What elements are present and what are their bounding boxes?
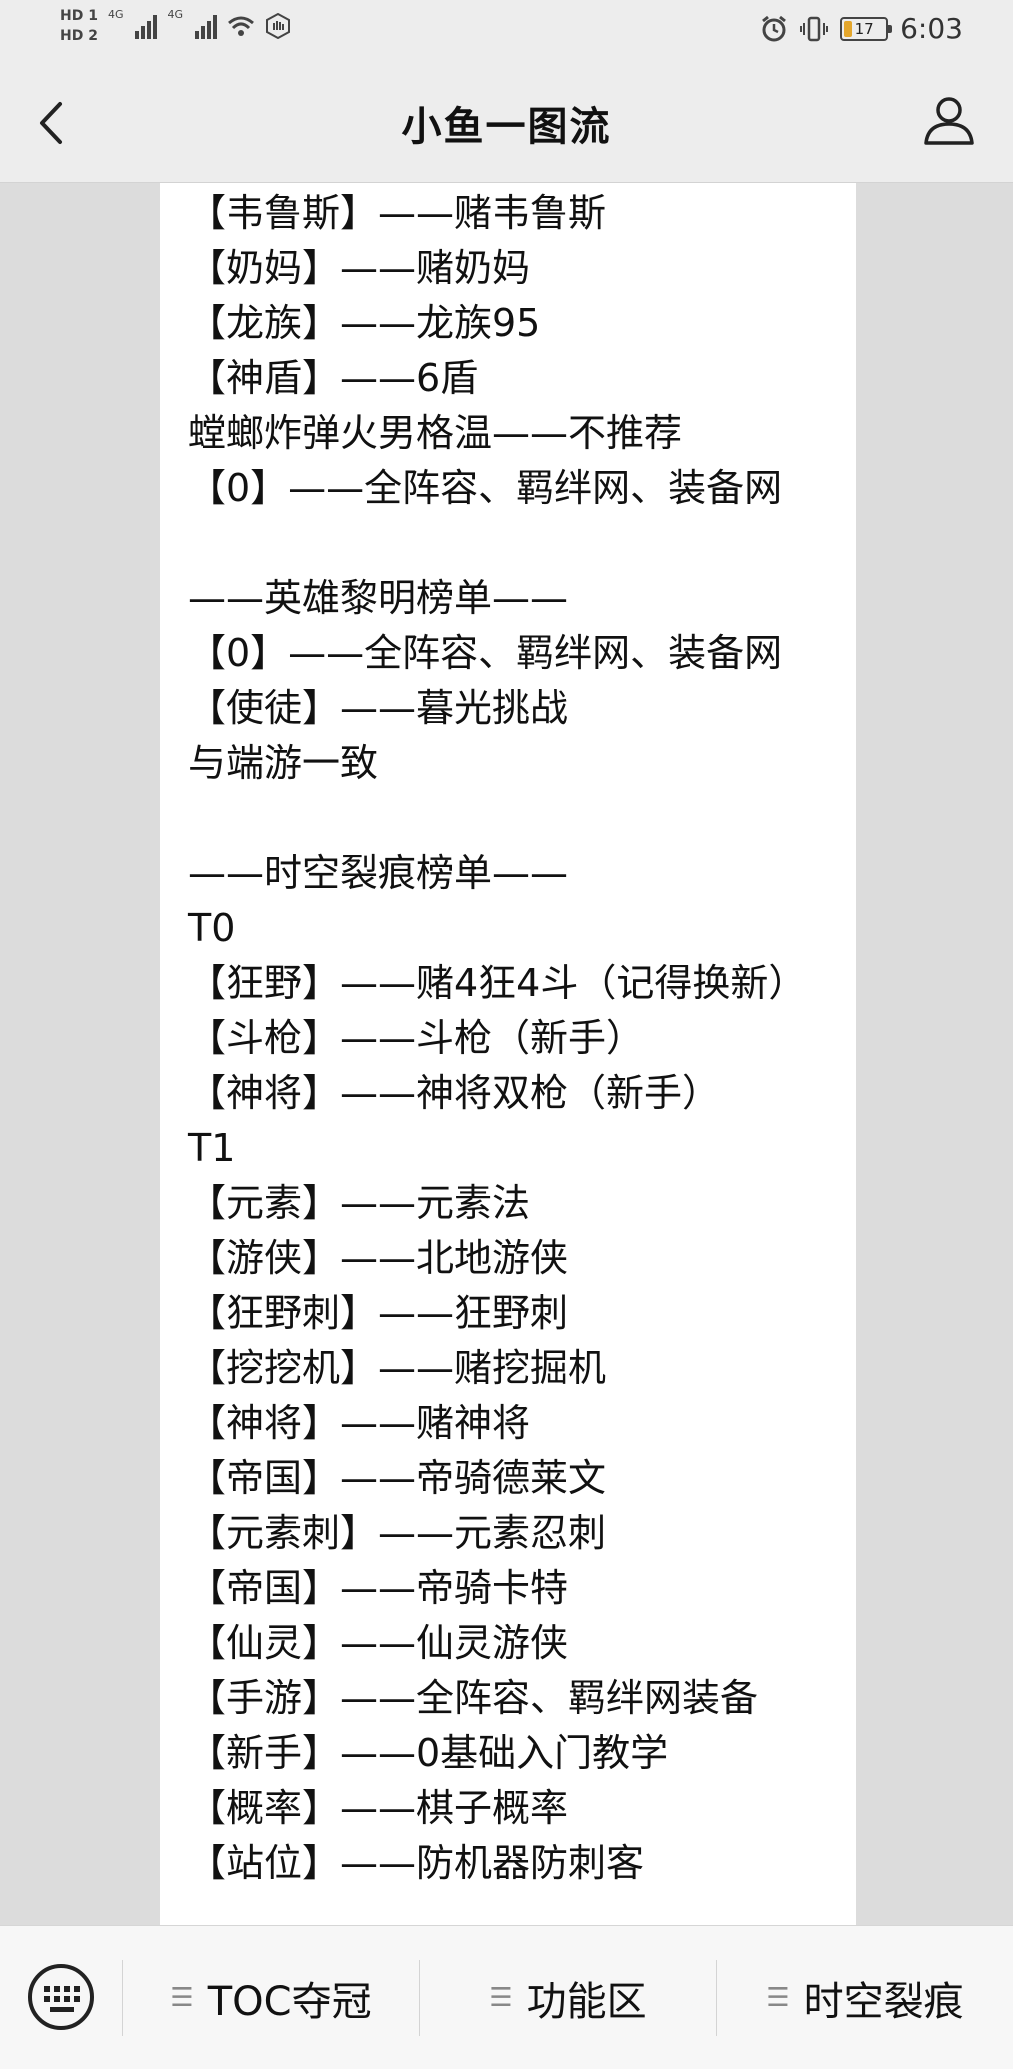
nav-header: 小鱼一图流 bbox=[0, 64, 1013, 183]
blank-line bbox=[188, 516, 806, 571]
menu-separator bbox=[716, 1960, 717, 2036]
alarm-icon bbox=[762, 15, 787, 41]
article-line: 【使徒】——暮光挑战 bbox=[188, 686, 569, 730]
menu-separator bbox=[122, 1960, 123, 2036]
network-1-label: 4G bbox=[107, 8, 124, 21]
hd1-label: HD 1 bbox=[60, 8, 98, 24]
article-line: ——英雄黎明榜单—— bbox=[188, 576, 569, 620]
article-line: 【元素刺】——元素忍刺 bbox=[188, 1511, 607, 1555]
article-line: 【手游】——全阵容、羁绊网装备 bbox=[188, 1676, 759, 1720]
article-line: 【新手】——0基础入门教学 bbox=[188, 1731, 669, 1775]
menu-item-rift[interactable]: ☰ 时空裂痕 bbox=[717, 1926, 1013, 2069]
signal-1-icon bbox=[135, 13, 158, 39]
article-line: 【神将】——神将双枪（新手） bbox=[188, 1071, 721, 1115]
menu-lines-icon: ☰ bbox=[489, 1982, 513, 2013]
battery-level: 17 bbox=[854, 19, 874, 38]
wifi-icon bbox=[228, 16, 254, 36]
article-line: ——时空裂痕榜单—— bbox=[188, 851, 569, 895]
article-line: 【狂野】——赌4狂4斗（记得换新） bbox=[188, 961, 807, 1005]
user-profile-icon[interactable] bbox=[923, 94, 975, 146]
article-line: 【概率】——棋子概率 bbox=[188, 1786, 569, 1830]
hand-icon bbox=[266, 13, 291, 39]
status-right: 17 6:03 bbox=[760, 12, 963, 45]
article-line: 【挖挖机】——赌挖掘机 bbox=[188, 1346, 607, 1390]
bottom-menu-bar: ☰ TOC夺冠 ☰ 功能区 ☰ 时空裂痕 bbox=[0, 1925, 1013, 2069]
article-line: 【站位】——防机器防刺客 bbox=[188, 1841, 645, 1885]
hd2-label: HD 2 bbox=[60, 28, 98, 44]
menu-item-function-label: 功能区 bbox=[526, 1978, 647, 2025]
article-line: 螳螂炸弹火男格温——不推荐 bbox=[188, 411, 683, 455]
menu-item-function[interactable]: ☰ 功能区 bbox=[420, 1926, 716, 2069]
article-text: 【其他】——查其他【韦鲁斯】——赌韦鲁斯【奶妈】——赌奶妈【龙族】——龙族95【… bbox=[188, 183, 806, 1891]
status-left: HD 1 HD 2 4G 4G bbox=[60, 8, 291, 44]
article-line: 【斗枪】——斗枪（新手） bbox=[188, 1016, 645, 1060]
blank-line bbox=[188, 791, 806, 846]
article-line: 【神将】——赌神将 bbox=[188, 1401, 531, 1445]
article-line: 【狂野刺】——狂野刺 bbox=[188, 1291, 569, 1335]
article-line: T0 bbox=[188, 906, 236, 950]
article-line: 【奶妈】——赌奶妈 bbox=[188, 246, 531, 290]
menu-item-rift-label: 时空裂痕 bbox=[803, 1978, 964, 2025]
article-line: 【游侠】——北地游侠 bbox=[188, 1236, 569, 1280]
article-line: 【0】——全阵容、羁绊网、装备网 bbox=[188, 466, 783, 510]
hd-indicators: HD 1 HD 2 bbox=[60, 8, 98, 44]
back-arrow-icon[interactable] bbox=[32, 100, 72, 146]
article-line: T1 bbox=[188, 1126, 236, 1170]
battery-icon: 17 bbox=[840, 16, 893, 41]
article-line: 【韦鲁斯】——赌韦鲁斯 bbox=[188, 191, 607, 235]
status-bar: HD 1 HD 2 4G 4G bbox=[0, 0, 1013, 64]
article-line: 【神盾】——6盾 bbox=[188, 356, 479, 400]
article-line: 【龙族】——龙族95 bbox=[188, 301, 541, 345]
menu-item-toc-label: TOC夺冠 bbox=[207, 1978, 372, 2025]
article-line: 【元素】——元素法 bbox=[188, 1181, 531, 1225]
menu-item-toc[interactable]: ☰ TOC夺冠 bbox=[123, 1926, 419, 2069]
article-line: 【仙灵】——仙灵游侠 bbox=[188, 1621, 569, 1665]
menu-lines-icon: ☰ bbox=[766, 1982, 790, 2013]
menu-separator bbox=[419, 1960, 420, 2036]
menu-lines-icon: ☰ bbox=[170, 1982, 194, 2013]
article-line: 【帝国】——帝骑德莱文 bbox=[188, 1456, 607, 1500]
keyboard-icon[interactable] bbox=[26, 1962, 96, 2032]
page-title: 小鱼一图流 bbox=[401, 104, 612, 150]
vibrate-icon bbox=[800, 16, 829, 41]
article-line: 与端游一致 bbox=[188, 741, 379, 785]
network-2-label: 4G bbox=[167, 8, 184, 21]
article-line: 【帝国】——帝骑卡特 bbox=[188, 1566, 569, 1610]
signal-2-icon bbox=[195, 13, 218, 39]
clock: 6:03 bbox=[900, 12, 963, 45]
article-content: 【其他】——查其他【韦鲁斯】——赌韦鲁斯【奶妈】——赌奶妈【龙族】——龙族95【… bbox=[160, 183, 856, 1925]
article-line: 【0】——全阵容、羁绊网、装备网 bbox=[188, 631, 783, 675]
